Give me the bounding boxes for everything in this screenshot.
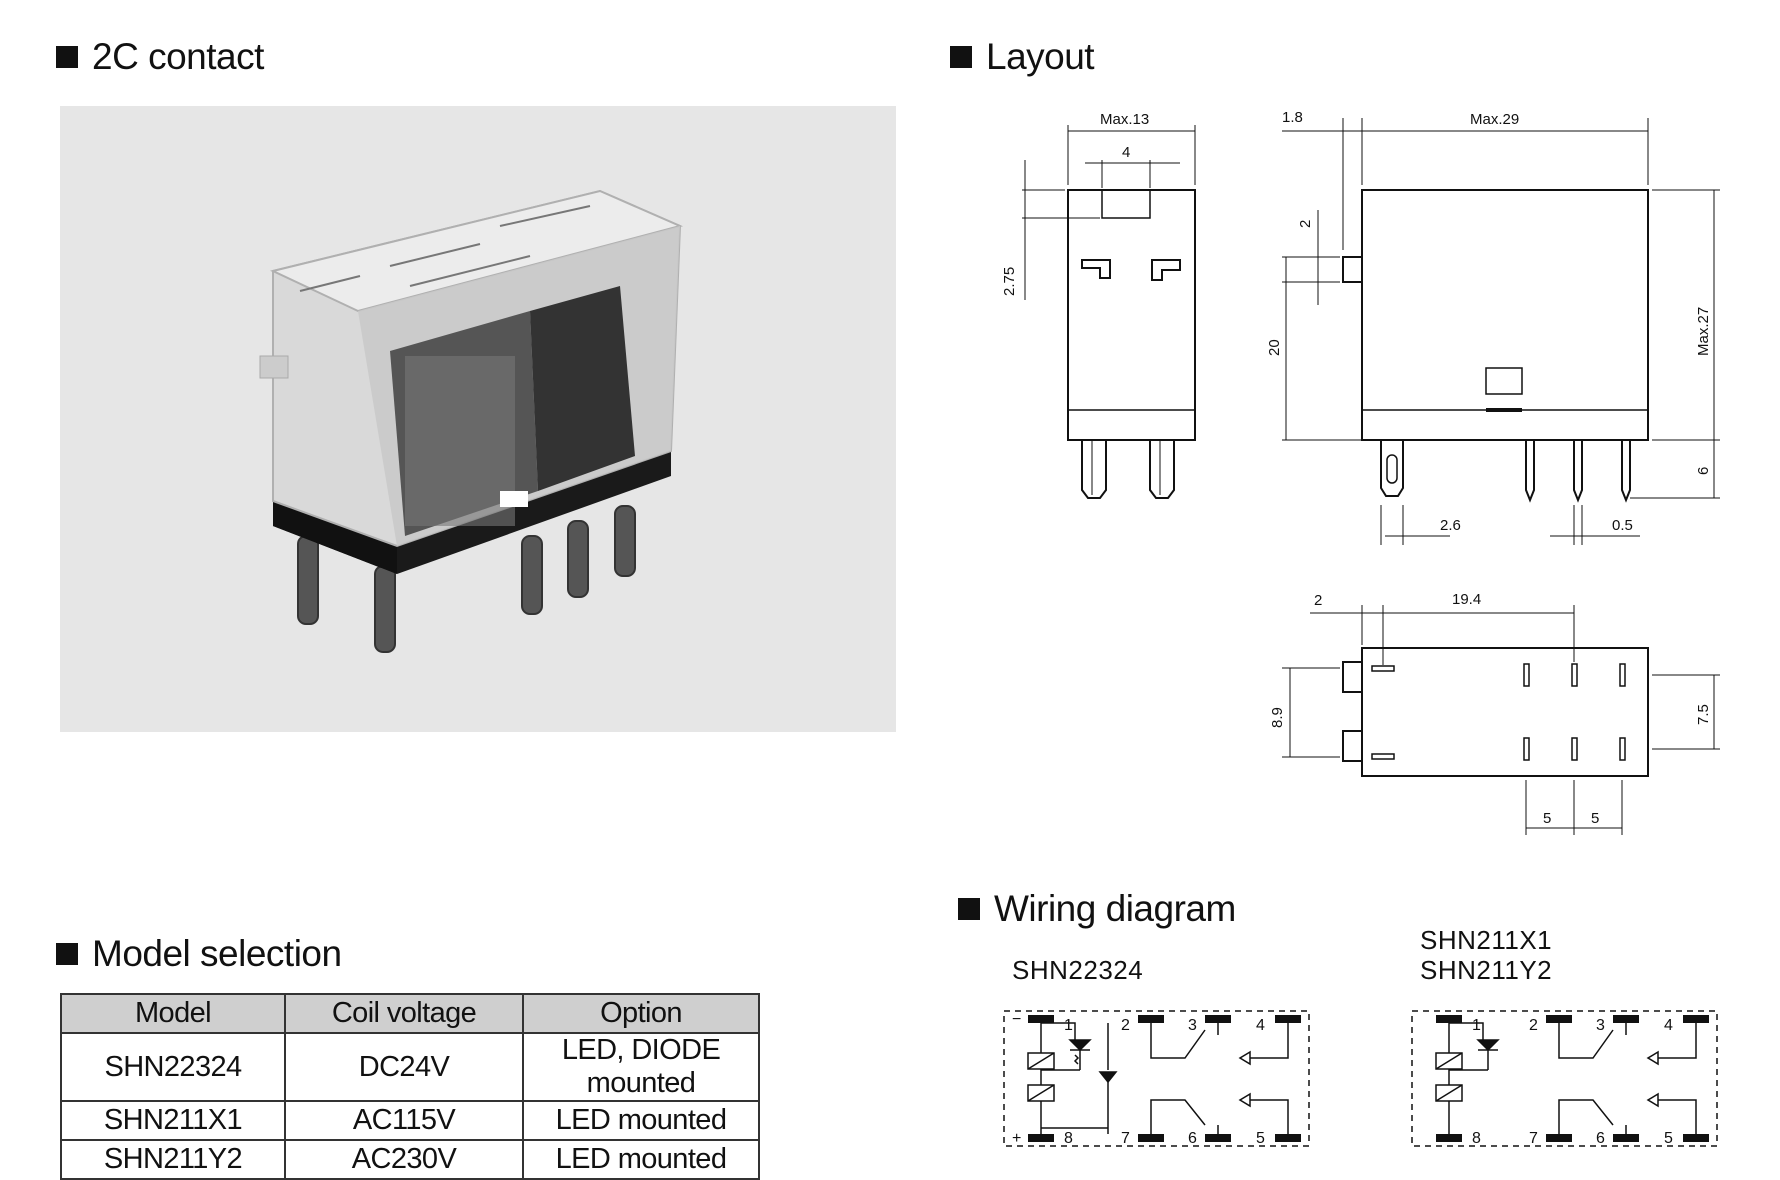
- dim-front-tab-height: 20: [1266, 339, 1283, 356]
- table-header-row: Model Coil voltage Option: [60, 993, 760, 1034]
- table-cell: SHN22324: [60, 1032, 286, 1102]
- pin-label: 8: [1472, 1130, 1481, 1147]
- front-view-body: [1361, 189, 1649, 441]
- heading-layout: Layout: [950, 36, 1095, 78]
- dim-front-height: Max.27: [1695, 307, 1712, 356]
- pin-label: 2: [1529, 1017, 1538, 1034]
- wiring-title-shn211x1: SHN211X1: [1420, 925, 1553, 955]
- dim-bottom-pitch-1: 5: [1543, 810, 1551, 827]
- square-bullet-icon: [56, 943, 78, 965]
- wiring-minus-terminal: −: [1012, 1011, 1021, 1028]
- pin-label: 4: [1664, 1017, 1673, 1034]
- table-row: SHN211X1 AC115V LED mounted: [60, 1100, 760, 1141]
- pin-label: 3: [1188, 1017, 1197, 1034]
- wiring-title-shn211y2: SHN211Y2: [1420, 955, 1553, 985]
- pin-label: 2: [1121, 1017, 1130, 1034]
- pin-label: 5: [1664, 1130, 1673, 1147]
- heading-wiring-diagram: Wiring diagram: [958, 888, 1236, 930]
- pin-label: 5: [1256, 1130, 1265, 1147]
- dim-front-width: Max.29: [1470, 111, 1519, 128]
- dim-bottom-left: 2: [1314, 592, 1322, 609]
- relay-photo: [60, 106, 896, 732]
- bottom-view-body: [1361, 647, 1649, 777]
- column-header: Option: [522, 993, 760, 1034]
- table-cell: DC24V: [284, 1032, 524, 1102]
- heading-model-selection: Model selection: [56, 933, 342, 975]
- table-cell: AC115V: [284, 1100, 524, 1141]
- relay-illustration: [259, 189, 684, 653]
- wiring-title-shn22324: SHN22324: [1012, 955, 1144, 985]
- dim-side-width: Max.13: [1100, 111, 1149, 128]
- pin-label: 1: [1472, 1017, 1481, 1034]
- dim-pin-width: 0.5: [1612, 517, 1633, 534]
- pin-label: 7: [1121, 1130, 1130, 1147]
- pin-label: 7: [1529, 1130, 1538, 1147]
- table-cell: LED mounted: [522, 1100, 760, 1141]
- square-bullet-icon: [950, 46, 972, 68]
- dim-front-left: 1.8: [1282, 109, 1303, 126]
- heading-2c-contact: 2C contact: [56, 36, 264, 78]
- square-bullet-icon: [56, 46, 78, 68]
- dim-side-inner: 4: [1122, 144, 1130, 161]
- column-header: Coil voltage: [284, 993, 524, 1034]
- wiring-diagram-shn211: 1 2 3 4 5 6 7 8: [1411, 1010, 1718, 1147]
- dim-pin-length: 6: [1695, 467, 1712, 475]
- dim-front-tab: 2: [1297, 220, 1314, 228]
- square-bullet-icon: [958, 898, 980, 920]
- heading-text: Model selection: [92, 933, 342, 974]
- dim-bottom-height: 8.9: [1269, 707, 1286, 728]
- heading-text: Layout: [986, 36, 1095, 77]
- dim-bottom-pitch-2: 5: [1591, 810, 1599, 827]
- table-cell: SHN211X1: [60, 1100, 286, 1141]
- pin-label: 6: [1188, 1130, 1197, 1147]
- heading-text: Wiring diagram: [994, 888, 1236, 929]
- heading-text: 2C contact: [92, 36, 264, 77]
- pin-label: 4: [1256, 1017, 1265, 1034]
- wiring-diagram-shn22324: − + 1 2 3 4 5 6 7 8: [1003, 1010, 1310, 1147]
- pin-label: 6: [1596, 1130, 1605, 1147]
- dim-side-top-offset: 2.75: [1001, 267, 1018, 296]
- dim-bottom-pin-rows: 7.5: [1695, 704, 1712, 725]
- dim-pin-gap: 2.6: [1440, 517, 1461, 534]
- pin-label: 8: [1064, 1130, 1073, 1147]
- table-row: SHN22324 DC24V LED, DIODE mounted: [60, 1032, 760, 1102]
- pin-label: 1: [1064, 1017, 1073, 1034]
- column-header: Model: [60, 993, 286, 1034]
- wiring-plus-terminal: +: [1012, 1130, 1021, 1147]
- table-cell: LED, DIODE mounted: [522, 1032, 760, 1102]
- dim-bottom-span: 19.4: [1452, 591, 1481, 608]
- pin-label: 3: [1596, 1017, 1605, 1034]
